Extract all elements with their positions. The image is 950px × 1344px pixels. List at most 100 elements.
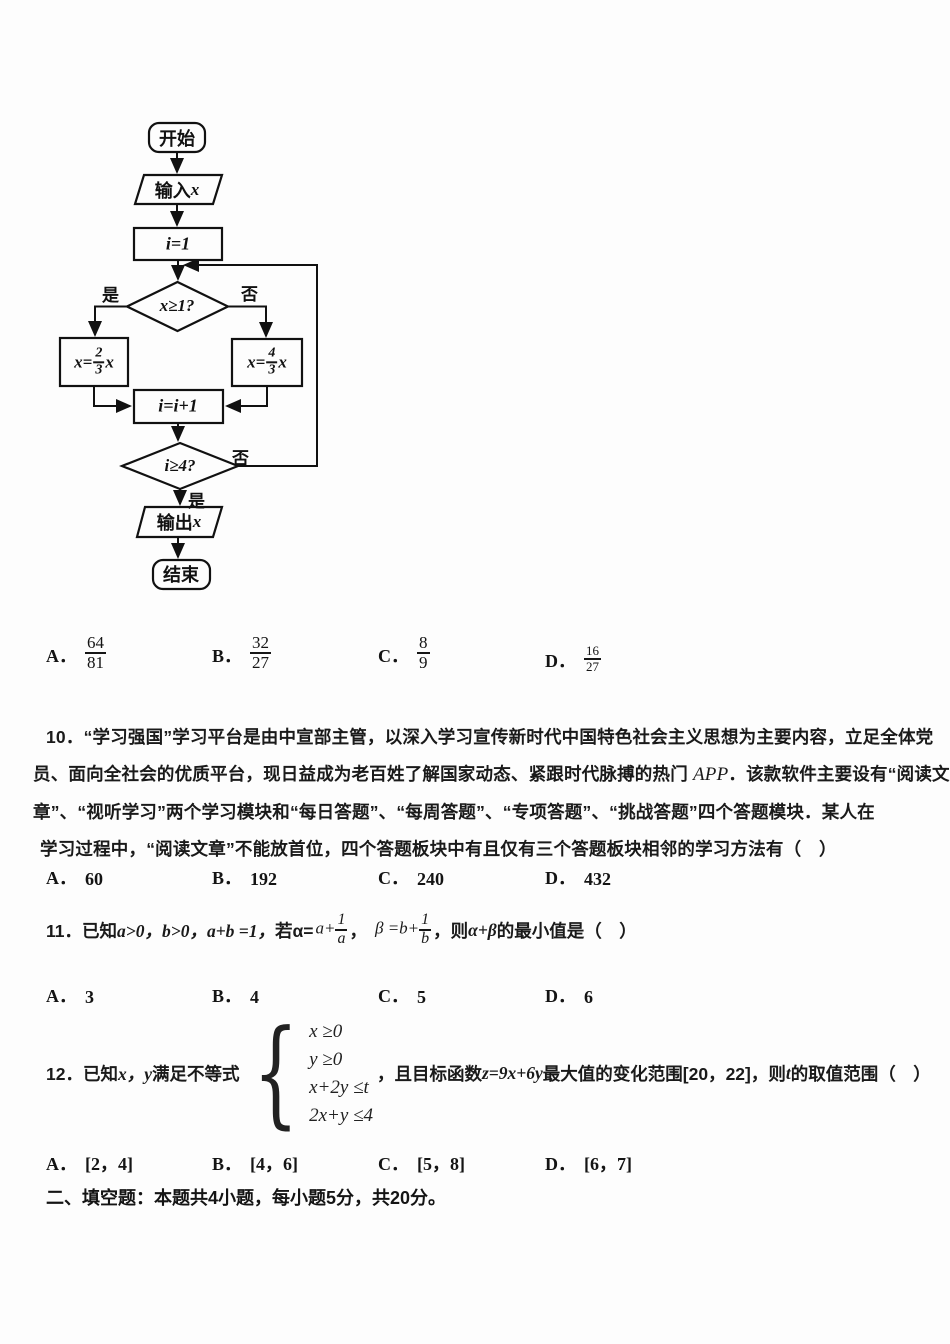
input-node-var: x <box>190 180 200 199</box>
q10-line3: 章”、“视听学习”两个学习模块和“每日答题”、“每周答题”、“专项答题”、“挑战… <box>33 802 875 822</box>
q11-option-a-label: A． <box>46 986 77 1006</box>
flowchart-canvas <box>58 121 318 591</box>
q10-option-a-label: A． <box>46 868 77 888</box>
q11-frac1-num: 1 <box>335 911 348 931</box>
q10-line2a: 员、面向全社会的优质平台，现日益成为老百姓了解国家动态、紧跟时代脉搏的热门 <box>33 764 693 784</box>
q9-option-d-num: 16 <box>584 643 601 660</box>
increment-node-label: i=i+1 <box>158 395 198 416</box>
q10-line2c: ．该款软件主要设有“阅读文 <box>728 764 950 784</box>
assign-left-pre: x= <box>74 352 93 371</box>
q10-option-a-value: 60 <box>85 869 103 889</box>
q10-line2: 员、面向全社会的优质平台，现日益成为老百姓了解国家动态、紧跟时代脉搏的热门 AP… <box>33 761 950 788</box>
connector-decision1-yes <box>88 305 127 337</box>
q12-mid3: 最大值的变化范围[20，22]，则 <box>542 1063 786 1084</box>
q11-option-b-value: 4 <box>250 987 260 1007</box>
q9-option-c-den: 9 <box>419 652 428 672</box>
init-node-label: i=1 <box>165 233 191 254</box>
q10-line2-app: APP <box>692 764 729 785</box>
decision1-label: x≥1? <box>159 296 195 315</box>
q11-mid: ，则 <box>433 920 469 941</box>
q10-option-c-value: 240 <box>417 869 444 889</box>
end-shape <box>151 558 212 591</box>
q12-system-line-4: 2x+y ≤4 <box>309 1104 373 1126</box>
q9-option-b-num: 32 <box>250 633 272 654</box>
q10-line1: 10．“学习强国”学习平台是由中宣部主管，以深入学习宣传新时代中国特色社会主义思… <box>46 727 934 747</box>
q11-option-d-label: D． <box>545 986 576 1006</box>
q12-system-line-1: x ≥0 <box>309 1020 343 1042</box>
q10-option-c-label: C． <box>378 868 409 888</box>
q9-option-c-label: C． <box>378 645 409 666</box>
section-2-heading: 二、填空题：本题共4小题，每小题5分，共20分。 <box>46 1188 447 1208</box>
q10-option-d: D． 432 <box>545 864 611 890</box>
q11-prefix: 11．已知 <box>46 920 117 941</box>
assign-right-num: 4 <box>266 346 278 363</box>
q9-option-a-label: A． <box>46 645 77 666</box>
q12-option-c: C． [5，8] <box>378 1150 465 1176</box>
q12-inequality-system: { x ≥0 y ≥0 x+2y ≤t 2x+y ≤4 <box>244 1005 373 1141</box>
connector-decision1-no <box>228 305 273 338</box>
q10-option-d-label: D． <box>545 868 576 888</box>
q11-frac2-den: b <box>421 930 430 947</box>
assign-left-num: 2 <box>93 346 105 363</box>
q11-suffix: 的最小值是（ ） <box>496 920 637 941</box>
decision2-shape <box>119 441 241 491</box>
q9-option-a-den: 81 <box>87 652 104 672</box>
q11-option-d-value: 6 <box>584 987 593 1007</box>
q12-option-d-value: [6，7] <box>584 1154 632 1174</box>
q9-option-c-num: 8 <box>417 633 430 654</box>
q10-option-d-value: 432 <box>584 869 611 889</box>
decision2-no-label: 否 <box>232 449 249 468</box>
decision2-yes-label: 是 <box>188 492 205 511</box>
assign-left-post: x <box>105 352 114 371</box>
q12-system-brace: { <box>252 1004 299 1141</box>
flowchart-connectors <box>88 152 318 559</box>
q11-option-b-label: B． <box>212 986 243 1006</box>
q11-option-b: B． 4 <box>212 982 259 1008</box>
q12-suffix: 的取值范围（ ） <box>790 1063 931 1084</box>
increment-shape <box>132 388 225 425</box>
q9-option-b-den: 27 <box>252 652 270 672</box>
connector-loop-no <box>183 258 318 467</box>
q11-frac1-pre: a+ <box>315 918 336 938</box>
assign-right-post: x <box>278 352 287 371</box>
q12-system-line-2: y ≥0 <box>309 1048 343 1070</box>
q11-frac2-pre: β =b+ <box>374 918 420 938</box>
input-shape <box>133 173 224 206</box>
q12-vars: x，y <box>117 1063 152 1084</box>
q12-objective: z=9x+6y <box>482 1062 543 1083</box>
output-node-var: x <box>192 512 202 531</box>
q11-cond: a>0，b>0，a+b =1， <box>117 920 276 941</box>
q9-option-d-label: D． <box>545 651 576 672</box>
q10-option-b: B． 192 <box>212 864 277 890</box>
q12-system-line-3: x+2y ≤t <box>309 1076 369 1098</box>
start-shape <box>147 121 207 154</box>
input-node-cn: 输入 <box>154 181 191 201</box>
init-shape <box>132 226 224 262</box>
q10-option-b-value: 192 <box>250 869 278 889</box>
q12-option-c-value: [5，8] <box>417 1154 465 1174</box>
q12-stem: 12．已知 x，y 满足不等式 { x ≥0 y ≥0 x+2y ≤t 2x+y… <box>46 1005 931 1141</box>
q11-option-a-value: 3 <box>85 987 94 1007</box>
q10-option-b-label: B． <box>212 868 243 888</box>
q11-option-c-value: 5 <box>417 987 426 1007</box>
q12-option-a-value: [2，4] <box>85 1154 133 1174</box>
q10-option-a: A． 60 <box>46 864 103 890</box>
assign-right-pre: x= <box>247 352 266 371</box>
q11-option-c-label: C． <box>378 986 409 1006</box>
output-node-cn: 输出 <box>156 513 193 533</box>
q11-alpha-intro: 若α= <box>275 920 314 941</box>
